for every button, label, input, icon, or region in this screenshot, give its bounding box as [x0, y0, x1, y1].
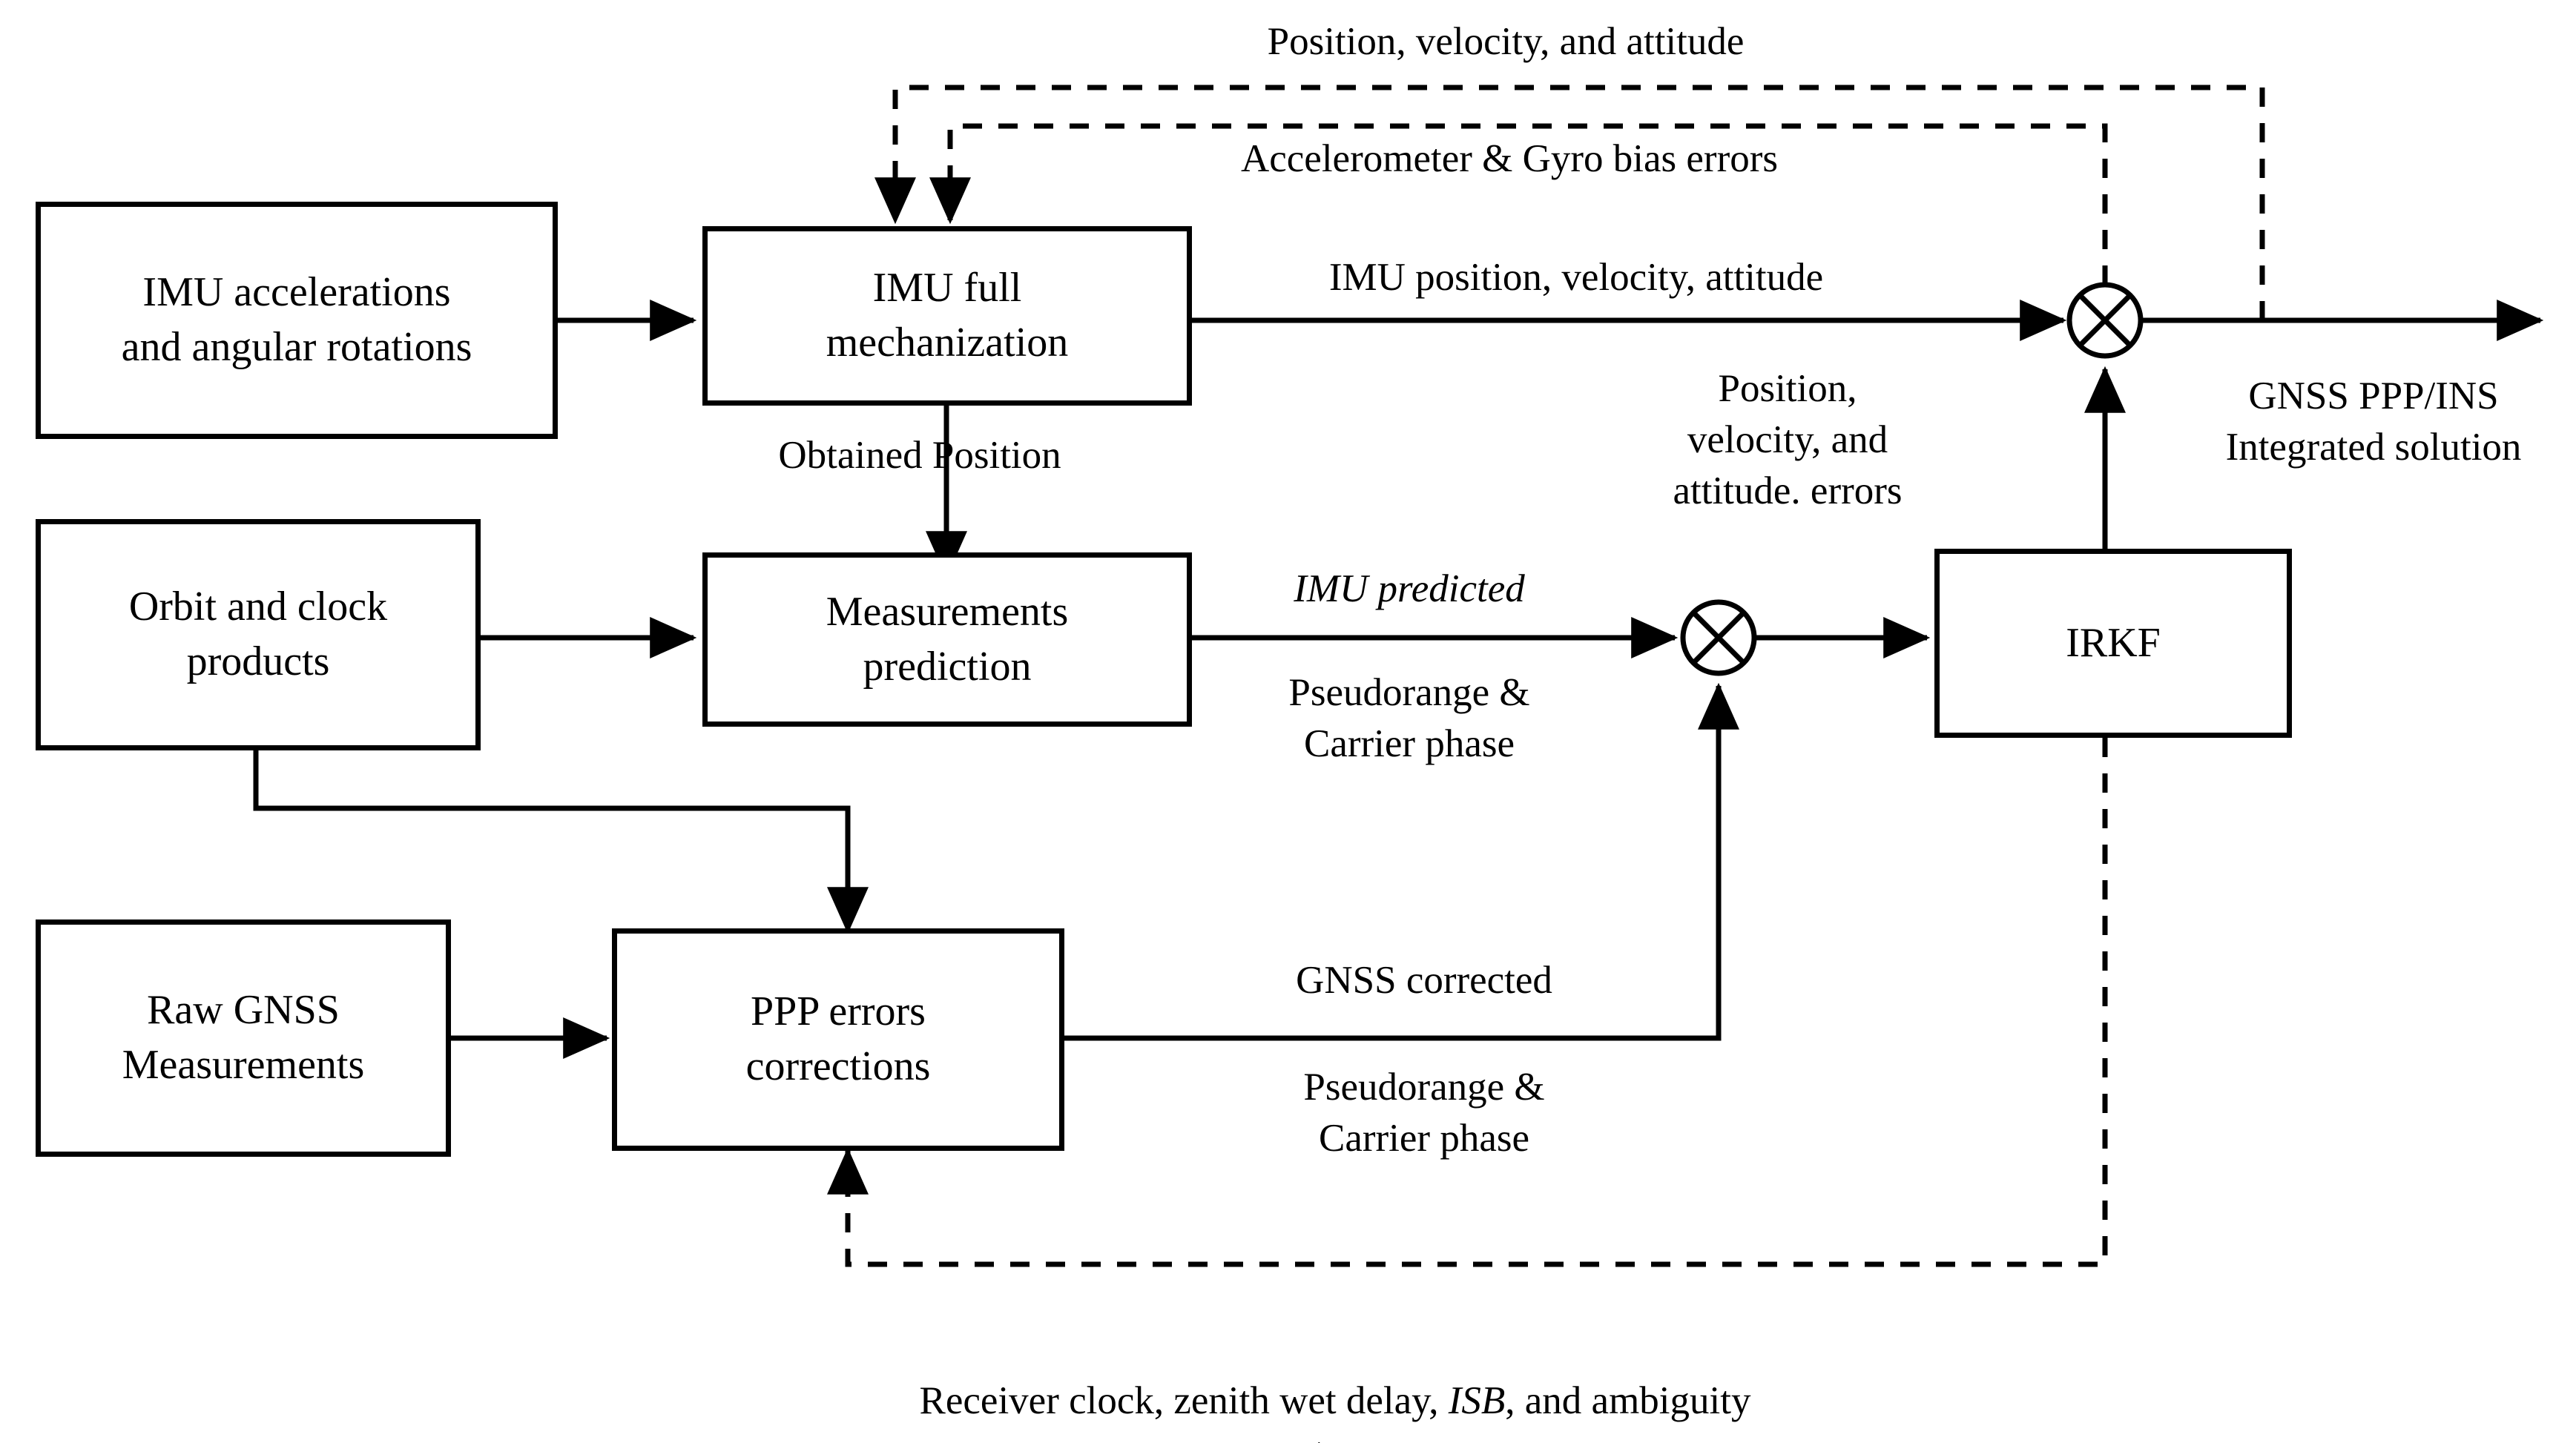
node-irkf-label: IRKF: [2066, 619, 2161, 666]
node-orbit-clock-label: Orbit and clock products: [128, 584, 388, 684]
node-imu-mechanization[interactable]: IMU full mechanization: [702, 226, 1192, 406]
label-position-velocity-attitude: Position, velocity, and attitude: [1267, 20, 1745, 63]
node-irkf[interactable]: IRKF: [1934, 549, 2292, 738]
label-pva-errors: Position, velocity, and attitude. errors: [1673, 367, 1903, 512]
caption-isb: ISB: [1448, 1378, 1506, 1422]
node-imu-input-label: IMU accelerations and angular rotations: [121, 269, 472, 370]
feedback-accel-gyro-bias: [929, 123, 2108, 320]
node-measurements-prediction-label: Measurements prediction: [826, 588, 1069, 690]
sum-junction-measurement: [1680, 599, 1757, 676]
label-integrated-solution: GNSS PPP/INS Integrated solution: [2225, 374, 2522, 469]
edge-ppp-to-sum2: [1064, 682, 1739, 1041]
edge-orbit-to-ppp: [253, 747, 869, 934]
node-imu-input[interactable]: IMU accelerations and angular rotations: [36, 202, 558, 439]
node-ppp-errors[interactable]: PPP errors corrections: [612, 928, 1064, 1151]
feedback-receiver-clock-isb: [827, 738, 2108, 1267]
label-imu-position-velocity-attitude: IMU position, velocity, attitude: [1328, 256, 1824, 299]
node-ppp-errors-label: PPP errors corrections: [745, 988, 931, 1089]
node-raw-gnss[interactable]: Raw GNSS Measurements: [36, 919, 451, 1157]
label-obtained-position: Obtained Position: [778, 434, 1061, 477]
label-receiver-clock-caption: Receiver clock, zenith wet delay, ISB, a…: [771, 1324, 1899, 1443]
node-raw-gnss-label: Raw GNSS Measurements: [122, 987, 365, 1088]
node-measurements-prediction[interactable]: Measurements prediction: [702, 552, 1192, 727]
label-accel-gyro-bias: Accelerometer & Gyro bias errors: [1240, 137, 1778, 180]
label-pseudorange-carrier-upper: Pseudorange & Carrier phase: [1288, 671, 1530, 765]
feedback-position-velocity-attitude: [874, 85, 2265, 320]
label-gnss-corrected: GNSS corrected: [1296, 959, 1552, 1002]
caption-part-1: Receiver clock, zenith wet delay,: [919, 1378, 1449, 1422]
label-pseudorange-carrier-lower: Pseudorange & Carrier phase: [1303, 1066, 1545, 1160]
caption-part-2: , and ambiguity: [1505, 1378, 1751, 1422]
label-imu-predicted: IMU predicted: [1294, 567, 1525, 610]
node-orbit-clock[interactable]: Orbit and clock products: [36, 519, 481, 750]
node-imu-mechanization-label: IMU full mechanization: [826, 265, 1069, 366]
caption-line-2: parameters errors: [771, 1427, 1899, 1443]
sum-junction-output: [2066, 282, 2144, 359]
